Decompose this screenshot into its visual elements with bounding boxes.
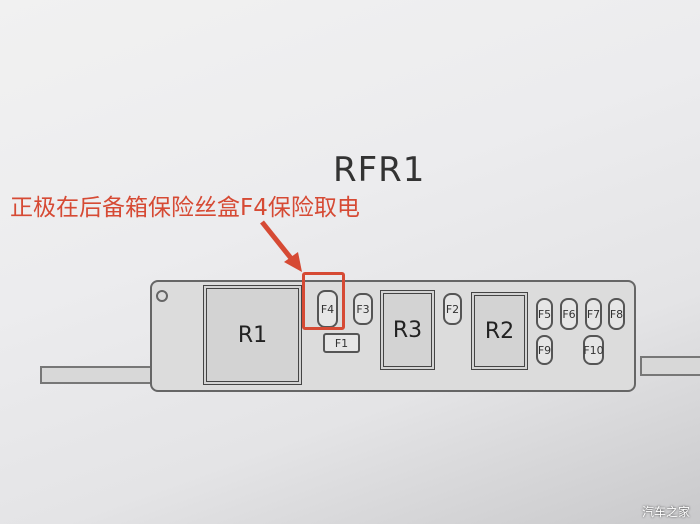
- fuse-f9: F9: [536, 335, 553, 365]
- fuse-f7: F7: [585, 298, 602, 330]
- relay-r2: R2: [471, 292, 528, 370]
- fuse-f5: F5: [536, 298, 553, 330]
- relay-r1: R1: [203, 285, 302, 385]
- fuse-f2: F2: [443, 293, 462, 325]
- watermark: 汽车之家: [641, 505, 690, 519]
- left-rail: [40, 366, 160, 384]
- relay-r3: R3: [380, 290, 435, 370]
- fuse-f6: F6: [560, 298, 578, 330]
- right-rail: [640, 356, 700, 376]
- fuse-f8: F8: [608, 298, 625, 330]
- mount-hole: [156, 290, 168, 302]
- annotation-text: 正极在后备箱保险丝盒F4保险取电: [10, 195, 360, 221]
- diagram-title: RFR1: [333, 150, 426, 190]
- fuse-f10: F10: [583, 335, 604, 365]
- fuse-f3: F3: [353, 293, 373, 325]
- f4-highlight-box: [302, 272, 345, 330]
- fuse-f1: F1: [323, 333, 360, 353]
